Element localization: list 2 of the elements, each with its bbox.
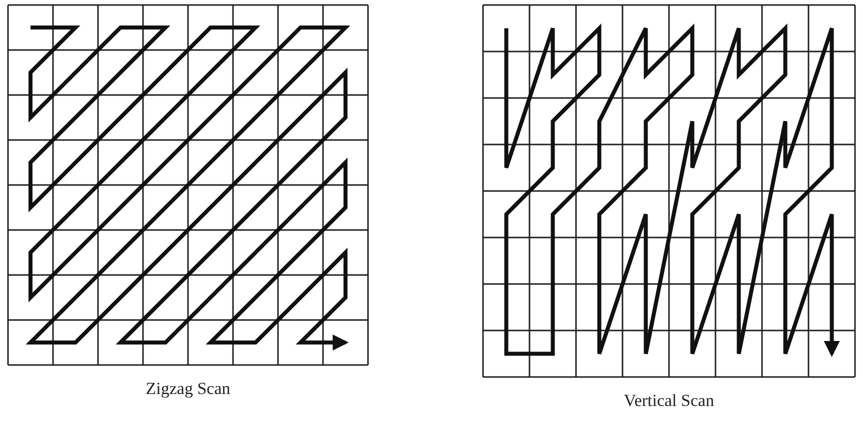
- scan-caption: Vertical Scan: [624, 391, 714, 411]
- scan-caption: Zigzag Scan: [146, 379, 230, 399]
